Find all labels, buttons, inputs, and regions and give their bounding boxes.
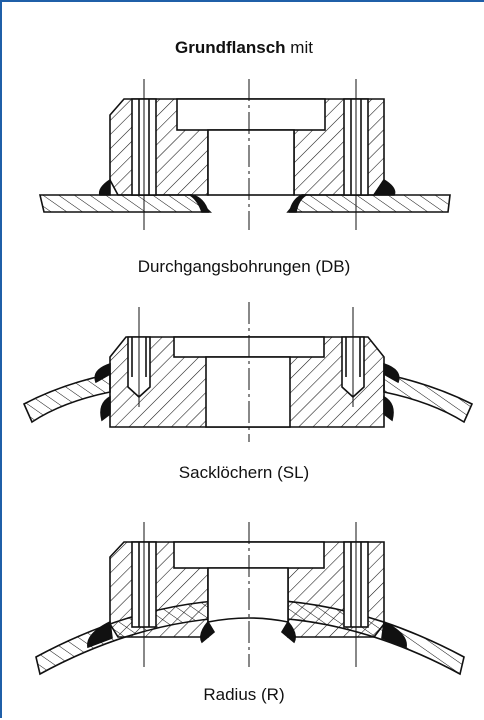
flange-blind-holes — [22, 302, 474, 442]
flange-recess — [176, 98, 326, 131]
weld-left-outer — [87, 620, 113, 649]
weld-left-bottom — [100, 395, 111, 422]
base-plate-left — [38, 194, 213, 213]
title-bold: Grundflansch — [175, 38, 286, 57]
weld-right-bottom — [289, 194, 309, 213]
figure-title: Grundflansch mit — [2, 38, 484, 58]
weld-right-outer — [381, 620, 407, 649]
flange-through-holes — [38, 79, 451, 230]
title-normal: mit — [290, 38, 313, 57]
flange-bore — [207, 129, 295, 196]
weld-right-top — [383, 362, 400, 384]
flange-radius — [35, 522, 465, 676]
caption-through-holes: Durchgangsbohrungen (DB) — [137, 257, 351, 276]
weld-left-top — [94, 362, 111, 384]
weld-left-bottom — [187, 194, 210, 213]
base-plate-right — [286, 194, 451, 213]
weld-right-top — [372, 178, 396, 196]
flange-bore — [205, 356, 291, 428]
flange-bore — [207, 567, 289, 623]
weld-left-top — [98, 178, 111, 196]
weld-right-bottom — [383, 395, 394, 422]
caption-radius: Radius (R) — [203, 685, 285, 704]
base-plate-right — [383, 373, 474, 424]
weld-left-inner — [200, 620, 216, 644]
caption-blind-holes: Sacklöchern (SL) — [178, 463, 310, 482]
weld-right-inner — [280, 620, 296, 644]
